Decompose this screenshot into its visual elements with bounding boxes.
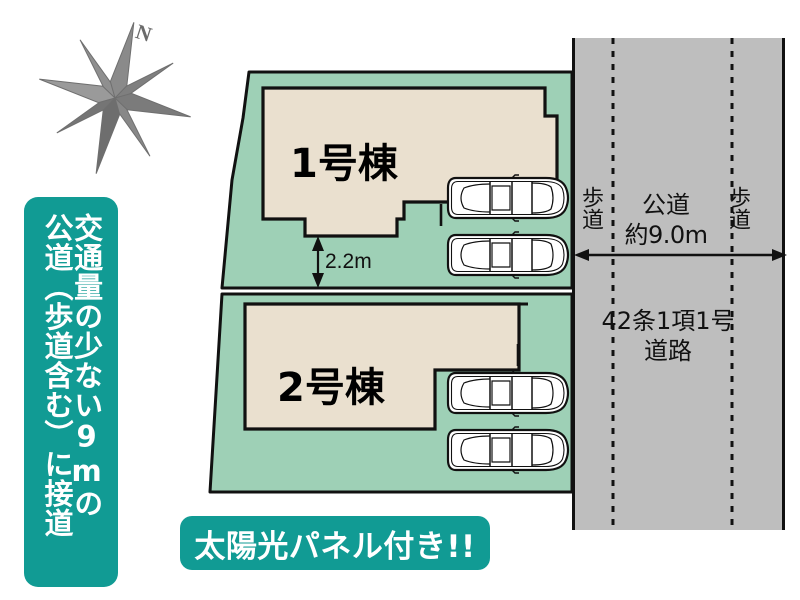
sidewalk-right-label: 歩道 [725, 186, 750, 230]
road-classification-line1: 42条1項1号 [601, 307, 735, 335]
lot-2-car-1 [446, 368, 570, 418]
feature-banner-solar-panel: 太陽光パネル付き!! [180, 516, 490, 570]
compass-rose-icon [39, 22, 191, 174]
lot-2-car-2 [446, 425, 570, 475]
sidewalk-left-label: 歩道 [578, 186, 603, 230]
dimension-2-2m-arrow [312, 236, 324, 288]
building-2-label: 2号棟 [277, 365, 385, 411]
public-road-width-label-line2: 約9.0m [624, 221, 708, 249]
feature-banner-solar-panel-label: 太陽光パネル付き!! [194, 528, 476, 565]
road-surface [572, 38, 785, 530]
feature-banner-road-access-line1: 交通量の少ない9mの [69, 213, 104, 518]
building-1-label: 1号棟 [290, 141, 398, 187]
feature-banner-road-access-line2: 公道（歩道含む）に接道 [40, 213, 74, 538]
road-area [572, 38, 787, 530]
road-classification-line2: 道路 [644, 337, 692, 365]
lot-1-car-2 [446, 230, 570, 280]
road-classification-label: 42条1項1号 道路 [585, 306, 751, 366]
public-road-width-label: 公道 約9.0m [606, 190, 726, 250]
lot-1 [220, 70, 574, 290]
feature-banner-road-access: 交通量の少ない9mの 公道（歩道含む）に接道 [24, 197, 118, 587]
public-road-width-label-line1: 公道 [642, 191, 690, 219]
dimension-label-2-2m: 2.2m [325, 250, 372, 273]
lot-2 [208, 292, 574, 494]
lot-1-car-1 [446, 173, 570, 223]
road-width-arrow [574, 249, 787, 261]
